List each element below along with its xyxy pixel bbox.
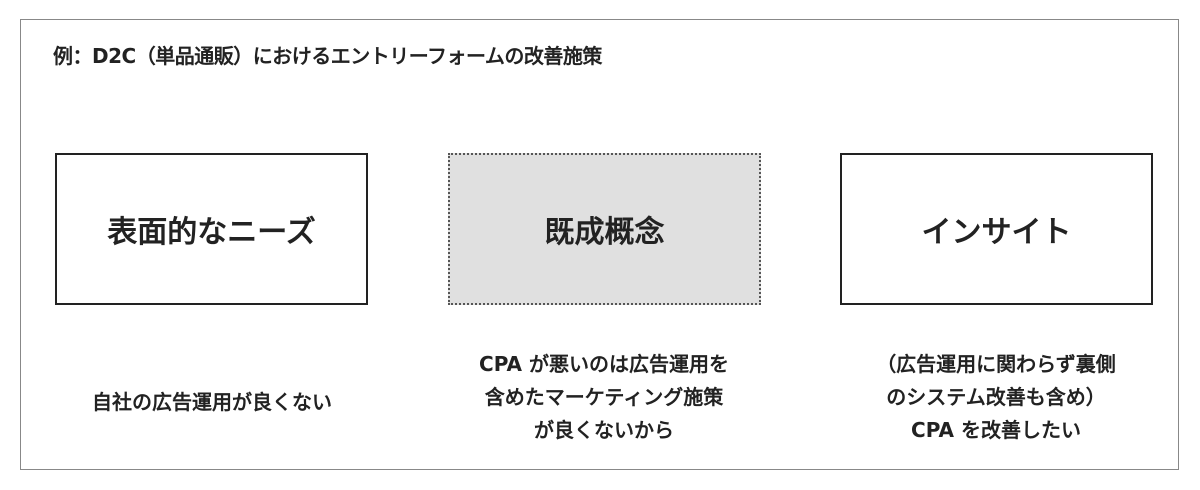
surface-needs-description: 自社の広告運用が良くない xyxy=(92,390,332,414)
box-label: 既成概念 xyxy=(544,215,665,250)
diagram-title: 例：D2C（単品通販）におけるエントリーフォームの改善施策 xyxy=(53,44,602,68)
diagram-frame xyxy=(20,19,1179,470)
box-label: 表面的なニーズ xyxy=(107,215,316,250)
insight-description: （広告運用に関わらず裏側 のシステム改善も含め） CPA を改善したい xyxy=(876,352,1116,442)
surface-needs-box: 表面的なニーズ xyxy=(55,153,368,305)
preconception-description: CPA が悪いのは広告運用を 含めたマーケティング施策 が良くないから xyxy=(479,352,729,442)
insight-box: インサイト xyxy=(840,153,1153,305)
box-label: インサイト xyxy=(921,215,1072,250)
preconception-box: 既成概念 xyxy=(448,153,761,305)
